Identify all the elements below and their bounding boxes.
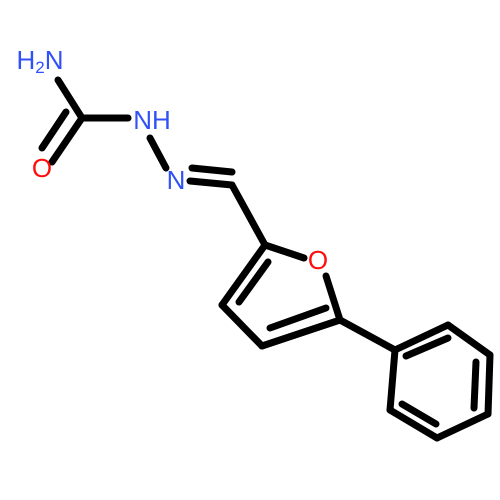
atom-imine-n: N [167, 165, 186, 195]
atom-furan-o: O [308, 245, 328, 275]
bond-ph-6 [386, 346, 399, 414]
bond-amine-carbonyl [54, 76, 86, 122]
bond-furan-c3-c2-inner [235, 258, 272, 306]
bond-furan-c5-c4-inner [266, 304, 330, 332]
bond-furan-c4-c3 [218, 301, 266, 350]
bond-furan-c5-c4 [258, 316, 344, 350]
bond-ch-furan [228, 181, 269, 249]
atom-labels: H2N NH N O O [16, 45, 328, 275]
atom-hydrazine-nh: NH [133, 105, 171, 135]
bond-furan-c3-c2 [218, 241, 269, 309]
bond-n-ch-1 [186, 177, 236, 189]
bond-ph-3 [484, 351, 494, 418]
bond-ph-4 [433, 410, 492, 442]
atom-amine-subscript: 2 [35, 58, 44, 77]
atom-amine-h: H [16, 45, 35, 75]
bonds [38, 76, 494, 442]
atom-carbonyl-o: O [32, 153, 52, 183]
bond-nh-n [146, 134, 170, 172]
atom-amine-n: N [45, 45, 64, 75]
bond-carbonyl-o-2 [38, 108, 70, 152]
bond-furan-c2-o [261, 241, 308, 262]
bond-ph-1 [391, 321, 452, 354]
bond-ph-inner-1 [402, 334, 452, 360]
bond-carbonyl-o-1 [48, 114, 86, 166]
bond-ph-inner-3 [398, 400, 440, 428]
bond-furan-phenyl [336, 316, 399, 354]
bond-ph-inner-2 [470, 358, 480, 412]
atom-amine: H2N [16, 45, 63, 77]
bond-n-ch-2 [188, 164, 236, 176]
bond-furan-o-c5 [322, 272, 344, 324]
bond-ph-5 [386, 406, 441, 442]
bond-ph-2 [444, 321, 494, 359]
